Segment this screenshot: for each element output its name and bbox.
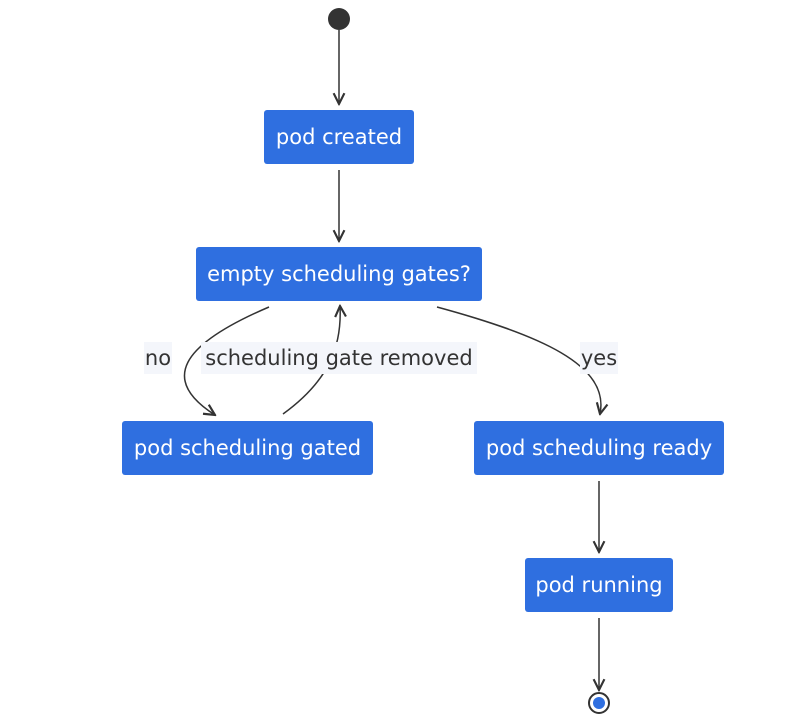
edge-label-gate-removed: scheduling gate removed	[201, 342, 477, 374]
node-pod-scheduling-ready[interactable]: pod scheduling ready	[474, 421, 724, 475]
start-state-icon	[328, 8, 350, 30]
node-pod-scheduling-gated[interactable]: pod scheduling gated	[122, 421, 373, 475]
edge-label-yes: yes	[580, 342, 618, 374]
edge-no	[183, 306, 270, 415]
edge-yes	[436, 306, 601, 414]
node-pod-created[interactable]: pod created	[264, 110, 414, 164]
node-pod-running[interactable]: pod running	[525, 558, 673, 612]
edge-label-no: no	[144, 342, 172, 374]
node-empty-scheduling-gates[interactable]: empty scheduling gates?	[196, 247, 482, 301]
